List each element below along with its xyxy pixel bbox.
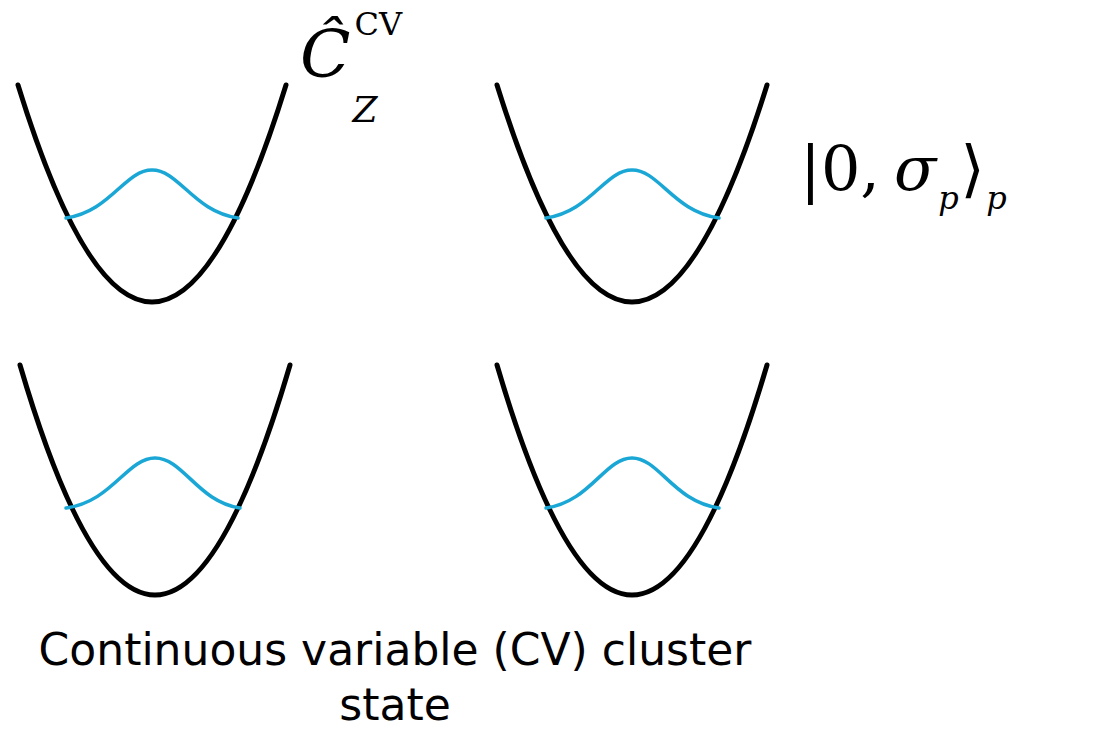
gaussian-wavefunction [546,170,719,218]
potential-well [18,85,286,302]
operator-symbol: Ĉ [300,22,351,88]
operator-subscript: Z [353,92,378,128]
potential-well [20,365,290,595]
ket-subscript: p [986,182,1006,214]
ket-bracket: ⟩ [960,138,984,200]
gaussian-wavefunction [66,458,240,508]
ket-symbol: σ [894,138,936,200]
operator-superscript: CV [355,8,403,40]
gaussian-wavefunction [66,170,238,218]
gaussian-wavefunction [546,458,719,508]
potential-well [497,85,767,302]
potential-well [497,365,767,595]
figure-caption: Continuous variable (CV) cluster state [30,622,760,732]
ket-subscript: p [938,182,958,214]
ket-label: |0, [800,138,880,200]
